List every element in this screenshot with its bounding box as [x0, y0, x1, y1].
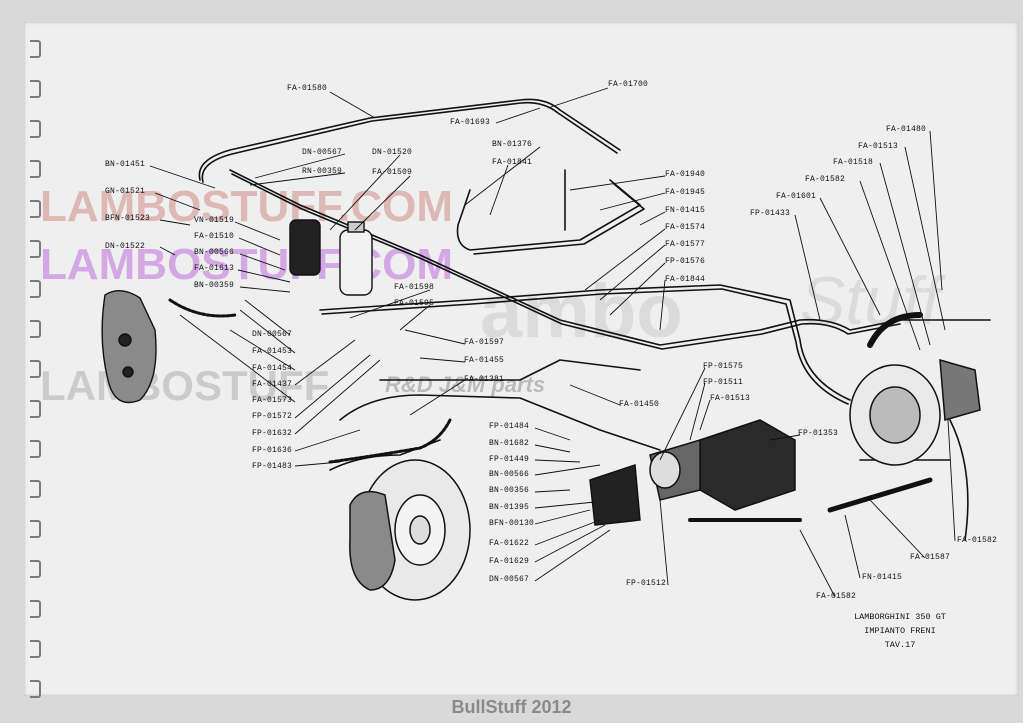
- part-label: FA-01574: [665, 223, 706, 232]
- part-label: FN-01415: [665, 206, 706, 215]
- part-label: BN-01682: [489, 439, 530, 448]
- part-label: FA-01480: [886, 125, 927, 134]
- part-label: RN-00359: [302, 167, 343, 176]
- part-label: FA-01580: [287, 84, 328, 93]
- part-label: FA-01587: [910, 553, 951, 562]
- part-label: BFN-01523: [105, 214, 151, 223]
- part-label: FN-01415: [862, 573, 903, 582]
- drawing-title-block: LAMBORGHINI 350 GT IMPIANTO FRENI TAV.17: [830, 610, 970, 652]
- part-label: DN-00567: [252, 330, 293, 339]
- part-label: FP-01449: [489, 455, 530, 464]
- part-label: DN-01522: [105, 242, 146, 251]
- part-label: FA-01381: [464, 375, 505, 384]
- part-label: BN-01376: [492, 140, 533, 149]
- part-label: DN-00567: [302, 148, 343, 157]
- part-label: FP-01353: [798, 429, 839, 438]
- binder-hole: [30, 80, 41, 98]
- part-label: BN-00359: [194, 281, 235, 290]
- part-label: FA-01841: [492, 158, 533, 167]
- part-label: FA-01510: [194, 232, 235, 241]
- part-label: FA-01945: [665, 188, 706, 197]
- binder-hole: [30, 480, 41, 498]
- binder-hole: [30, 640, 41, 658]
- binder-hole: [30, 120, 41, 138]
- part-label: FP-01575: [703, 362, 744, 371]
- part-label: FA-01940: [665, 170, 706, 179]
- part-label: FA-01601: [776, 192, 817, 201]
- part-label: FA-01613: [194, 264, 235, 273]
- binder-hole: [30, 360, 41, 378]
- part-label: FA-01437: [252, 380, 293, 389]
- part-label: FP-01484: [489, 422, 530, 431]
- binder-hole: [30, 400, 41, 418]
- part-label: GN-01521: [105, 187, 146, 196]
- part-label: FA-01595: [394, 299, 435, 308]
- part-label: FA-01518: [833, 158, 874, 167]
- front-caliper-left: [101, 290, 157, 404]
- rear-disc-brake: [349, 459, 471, 601]
- drawing-subtitle: IMPIANTO FRENI: [864, 626, 936, 636]
- part-label: FA-01455: [464, 356, 505, 365]
- part-label: FP-01512: [626, 579, 667, 588]
- part-label: FP-01511: [703, 378, 744, 387]
- part-label: FA-01573: [252, 396, 293, 405]
- part-label: FA-01844: [665, 275, 706, 284]
- brake-lines: [168, 98, 991, 541]
- brake-fluid-reservoir: [289, 219, 373, 296]
- footer-credit: BullStuff 2012: [451, 697, 572, 717]
- binder-hole: [30, 160, 41, 178]
- part-label: FA-01598: [394, 283, 435, 292]
- part-label: FP-01636: [252, 446, 293, 455]
- part-label: FA-01513: [858, 142, 899, 151]
- part-label: DN-00567: [489, 575, 530, 584]
- part-label: FA-01582: [816, 592, 857, 601]
- part-label: FP-01433: [750, 209, 791, 218]
- binder-hole: [30, 520, 41, 538]
- brake-servo: [849, 358, 981, 466]
- part-label: FP-01632: [252, 429, 293, 438]
- part-label: DN-01520: [372, 148, 413, 157]
- binder-hole: [30, 440, 41, 458]
- part-label: FA-01693: [450, 118, 491, 127]
- binder-hole: [30, 240, 41, 258]
- leader-lines: [149, 87, 956, 598]
- part-label: FA-01700: [608, 80, 649, 89]
- binder-hole: [30, 320, 41, 338]
- binder-hole: [30, 680, 41, 698]
- binder-hole: [30, 600, 41, 618]
- part-label: FA-01453: [252, 347, 293, 356]
- part-label: FA-01629: [489, 557, 530, 566]
- drawing-title: LAMBORGHINI 350 GT: [854, 612, 946, 622]
- binder-holes: [30, 40, 44, 698]
- drawing-table-number: TAV.17: [884, 640, 916, 650]
- part-label: FP-01483: [252, 462, 293, 471]
- part-label: FP-01576: [665, 257, 706, 266]
- part-label: BN-01395: [489, 503, 530, 512]
- binder-hole: [30, 40, 41, 58]
- part-label: FA-01582: [805, 175, 846, 184]
- binder-hole: [30, 200, 41, 218]
- part-label: BN-00356: [489, 486, 530, 495]
- part-label: FA-01509: [372, 168, 413, 177]
- part-label: FA-01513: [710, 394, 751, 403]
- part-label: FA-01450: [619, 400, 660, 409]
- part-label: VN-01519: [194, 216, 235, 225]
- part-label: FA-01582: [957, 536, 998, 545]
- part-label: FA-01577: [665, 240, 706, 249]
- pedal-box: [589, 419, 796, 526]
- part-label: BN-00566: [489, 470, 530, 479]
- binder-hole: [30, 280, 41, 298]
- drawing-sheet: [24, 22, 1018, 696]
- binder-hole: [30, 560, 41, 578]
- part-label: BN-00566: [194, 248, 235, 257]
- part-label: FP-01572: [252, 412, 293, 421]
- part-label: FA-01597: [464, 338, 505, 347]
- part-label: FA-01454: [252, 364, 293, 373]
- part-label: FA-01622: [489, 539, 530, 548]
- part-label: BFN-00130: [489, 519, 535, 528]
- part-label: BN-01451: [105, 160, 146, 169]
